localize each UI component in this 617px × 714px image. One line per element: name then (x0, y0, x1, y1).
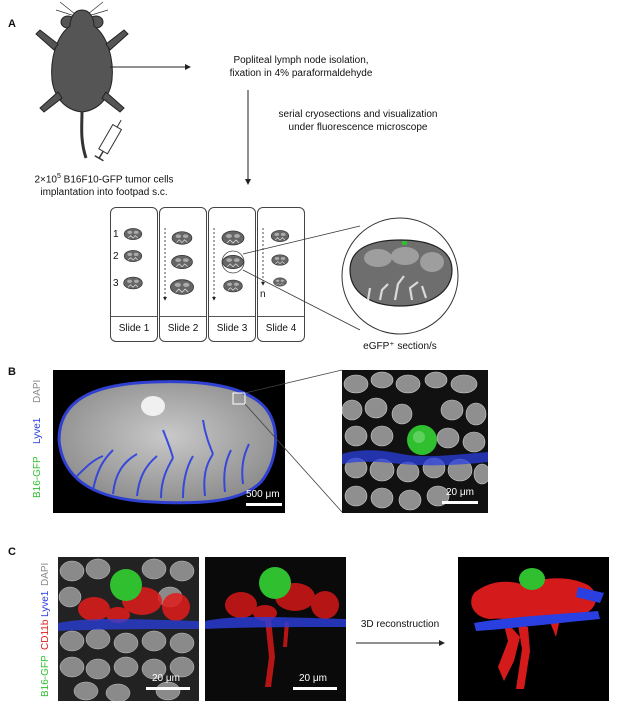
step-isolation-text: Popliteal lymph node isolation, fixation… (206, 54, 396, 80)
c-scale-label-1: 20 μm (152, 673, 180, 684)
step1-line2: fixation in 4% paraformaldehyde (229, 68, 373, 79)
slide-4-label: Slide 4 (258, 316, 304, 341)
slide-2-label: Slide 2 (160, 316, 206, 341)
c-scale-bar-2 (293, 687, 337, 690)
section-number-1: 1 (113, 229, 119, 240)
step-cryosection-text: serial cryosections and visualization un… (258, 108, 458, 134)
syringe-icon (94, 119, 123, 162)
implantation-text: 2×105 B16F10-GFP tumor cells implantatio… (18, 170, 190, 199)
slide-3-label: Slide 3 (209, 316, 255, 341)
slide-3: Slide 3 (208, 207, 256, 342)
slide-4: Slide 4 (257, 207, 305, 342)
implant-count: 2×10 (34, 174, 57, 186)
c-3d-reconstruction-image (458, 557, 609, 701)
slide-1-label: Slide 1 (111, 316, 157, 341)
section-number-3: 3 (113, 278, 119, 289)
implant-route: implantation into footpad s.c. (40, 187, 168, 199)
panel-label-b: B (8, 366, 16, 378)
implant-cells: B16F10-GFP tumor cells (60, 174, 174, 186)
c-scale-label-2: 20 μm (299, 673, 327, 684)
step1-line1: Popliteal lymph node isolation, (233, 55, 369, 66)
section-number-2: 2 (113, 251, 119, 262)
c-label-cd11b: CD11b (40, 619, 51, 650)
b-scale-bar-right (442, 501, 478, 504)
egfp-section-label: eGFP⁺ section/s (363, 341, 437, 352)
c-scale-bar-1 (146, 687, 190, 690)
c-label-gfp: B16-GFP (40, 655, 51, 697)
c-merged-image: 20 μm (58, 557, 199, 701)
c-cd11b-image: 20 μm (205, 557, 346, 701)
panel-label-c: C (8, 546, 16, 558)
panel-label-a: A (8, 18, 16, 30)
zoom-cell-image: 20 μm (342, 370, 488, 513)
zoom-lines-b (244, 369, 343, 513)
c-label-dapi: DAPI (40, 562, 51, 586)
reconstruction-arrow (356, 640, 445, 646)
mouse-illustration (35, 1, 129, 159)
implant-exponent: 5 (56, 173, 61, 180)
b-scale-label-left: 500 μm (246, 489, 280, 500)
slide-sections (123, 217, 459, 335)
reconstruction-label: 3D reconstruction (360, 619, 440, 630)
lymph-node-image: 500 μm (53, 370, 285, 513)
slide-2: Slide 2 (159, 207, 207, 342)
step2-line1: serial cryosections and visualization (278, 109, 438, 120)
arrows-panel-a (110, 64, 251, 185)
b-scale-bar-left (246, 503, 282, 506)
b-scale-label-right: 20 μm (446, 487, 474, 498)
step2-line2: under fluorescence microscope (288, 122, 428, 133)
c-label-lyve1: Lyve1 (40, 590, 51, 617)
section-n-label: n (260, 289, 266, 300)
